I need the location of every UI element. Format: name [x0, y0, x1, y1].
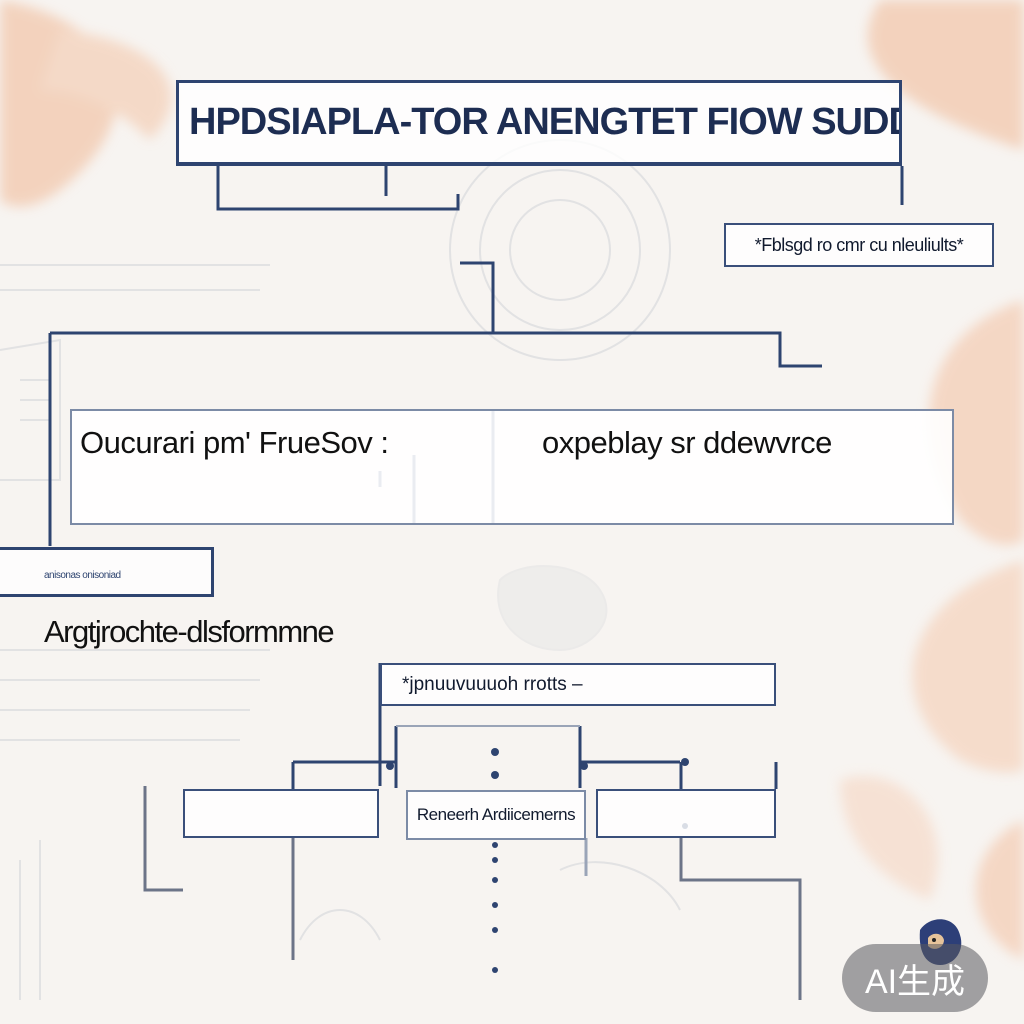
- mid-level-box: *jpnuuvuuuoh rrotts –: [380, 663, 776, 706]
- leaf-box-center: Reneerh Ardiicemerns: [406, 790, 586, 840]
- side-bar: anisonas onisoniad: [0, 547, 214, 597]
- ai-generated-badge: AI生成: [842, 944, 988, 1012]
- main-box-right-label: oxpeblay sr ddewvrce: [542, 425, 832, 460]
- annotation-note: *Fblsgd ro cmr cu nleuliults*: [724, 223, 994, 267]
- diagram-title: HPDSIAPLA-TOR ANENGTET FIOW SUDDISITY: [176, 80, 902, 166]
- leaf-box-right: [596, 789, 776, 838]
- main-process-box: Oucurari pm' FrueSov : oxpeblay sr ddewv…: [70, 409, 954, 525]
- side-bar-label: anisonas onisoniad: [44, 570, 121, 581]
- main-box-left-label: Oucurari pm' FrueSov :: [80, 425, 389, 460]
- leaf-box-left: [183, 789, 379, 838]
- section-heading: Argtjrochte-dlsformmne: [44, 614, 335, 649]
